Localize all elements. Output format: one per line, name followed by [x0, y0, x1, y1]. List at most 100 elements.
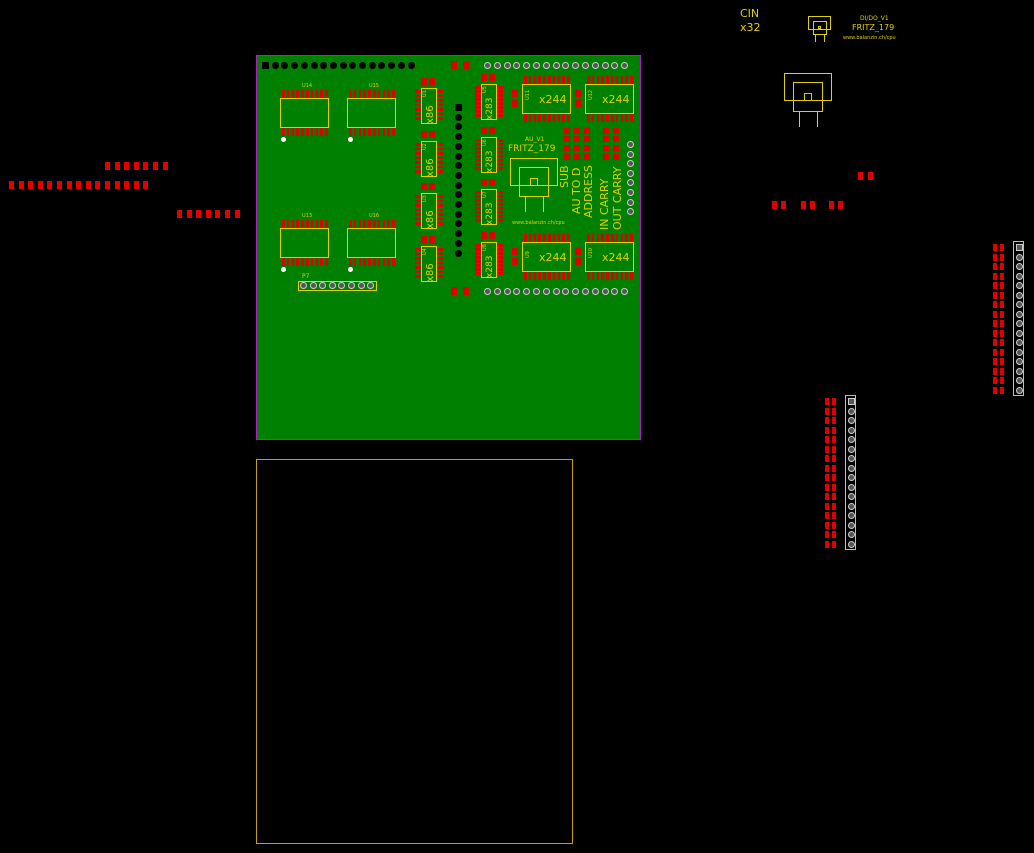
through-hole-pad[interactable]: [533, 288, 540, 295]
header-hole[interactable]: [455, 123, 462, 131]
loose-pad[interactable]: [105, 162, 110, 170]
through-hole-pad[interactable]: [542, 62, 550, 69]
smd-pad[interactable]: [575, 90, 581, 97]
buffer-chip-u12[interactable]: [585, 84, 634, 114]
through-hole-pad[interactable]: [572, 62, 580, 69]
header-pad[interactable]: [993, 386, 997, 394]
header-pad[interactable]: [993, 291, 997, 299]
header-pad[interactable]: [832, 398, 836, 405]
header-pin[interactable]: [848, 540, 855, 548]
header-hole[interactable]: [291, 62, 299, 69]
through-hole-pad[interactable]: [591, 288, 599, 295]
smd-pad[interactable]: [481, 179, 487, 186]
through-hole-pad[interactable]: [627, 208, 634, 216]
loose-pad[interactable]: [114, 181, 120, 189]
dip-chip-u16[interactable]: [347, 228, 396, 258]
header-pad[interactable]: [993, 263, 997, 270]
header-hole[interactable]: [339, 62, 347, 69]
soic-chip-u2[interactable]: [421, 141, 437, 177]
header-hole[interactable]: [359, 62, 366, 69]
header-pad[interactable]: [832, 483, 836, 491]
header-pin[interactable]: [848, 493, 855, 500]
through-hole-pad[interactable]: [582, 62, 589, 69]
header-hole[interactable]: [455, 239, 462, 247]
header-pin[interactable]: [1016, 253, 1023, 261]
smd-pad[interactable]: [421, 131, 427, 138]
loose-pad[interactable]: [133, 181, 139, 189]
smd-pad[interactable]: [575, 100, 581, 107]
header-pad[interactable]: [1000, 291, 1004, 299]
header-pad[interactable]: [832, 407, 836, 415]
header-pad[interactable]: [1000, 358, 1004, 365]
through-hole-pad[interactable]: [627, 169, 634, 177]
header-hole[interactable]: [455, 201, 462, 208]
loose-pad[interactable]: [124, 181, 130, 189]
jumper-pad[interactable]: [574, 136, 580, 142]
jumper-pad[interactable]: [574, 145, 580, 151]
header-pad[interactable]: [832, 512, 836, 519]
loose-pad[interactable]: [225, 210, 230, 218]
header-pad[interactable]: [993, 253, 997, 261]
header-pad[interactable]: [825, 483, 829, 491]
through-hole-pad[interactable]: [493, 288, 501, 295]
loose-pad[interactable]: [196, 210, 202, 218]
loose-pad[interactable]: [838, 201, 843, 209]
header-pin[interactable]: [1016, 377, 1023, 384]
loose-pad[interactable]: [37, 181, 43, 189]
header-pad[interactable]: [1000, 263, 1004, 270]
header-pad[interactable]: [1000, 310, 1004, 318]
soic-chip-u3[interactable]: [421, 193, 437, 229]
header-hole[interactable]: [455, 133, 462, 141]
through-hole-pad[interactable]: [493, 62, 501, 69]
header-hole[interactable]: [455, 162, 462, 170]
header-pad[interactable]: [825, 426, 829, 434]
jumper-pad[interactable]: [564, 154, 570, 160]
jumper-pad[interactable]: [584, 145, 590, 151]
smd-pad[interactable]: [575, 248, 581, 255]
through-hole-pad[interactable]: [627, 141, 634, 148]
through-hole-pad[interactable]: [503, 288, 511, 295]
smd-pad[interactable]: [489, 74, 495, 81]
dip-chip-u14[interactable]: [280, 98, 329, 128]
through-hole-pad[interactable]: [542, 288, 550, 295]
smd-pad[interactable]: [481, 74, 487, 81]
smd-pad[interactable]: [512, 100, 518, 107]
loose-pad[interactable]: [162, 162, 168, 170]
header-pad[interactable]: [1000, 367, 1004, 375]
header-hole[interactable]: [397, 62, 405, 69]
header-pin[interactable]: [1016, 348, 1023, 356]
loose-pad[interactable]: [772, 201, 777, 209]
buffer-chip-u11[interactable]: [522, 84, 571, 114]
loose-pad[interactable]: [105, 181, 110, 189]
loose-pad[interactable]: [205, 210, 211, 218]
soic-chip-u5[interactable]: [481, 84, 497, 120]
header-pad[interactable]: [832, 493, 836, 500]
header-pad[interactable]: [993, 244, 997, 251]
loose-pad[interactable]: [234, 210, 240, 218]
dip-chip-u15[interactable]: [347, 98, 396, 128]
soic-chip-u4[interactable]: [421, 246, 437, 282]
header-pad[interactable]: [1000, 244, 1004, 251]
through-hole-pad[interactable]: [513, 62, 521, 69]
soic-chip-u1[interactable]: [421, 88, 437, 124]
loose-pad[interactable]: [76, 181, 82, 189]
smd-pad[interactable]: [429, 236, 435, 243]
through-hole-pad[interactable]: [552, 62, 560, 69]
loose-pad[interactable]: [114, 162, 120, 170]
jumper-pad[interactable]: [584, 128, 590, 134]
loose-pad[interactable]: [153, 162, 158, 170]
header-hole[interactable]: [262, 62, 269, 69]
through-hole-pad[interactable]: [601, 62, 609, 69]
soic-chip-u8[interactable]: [481, 242, 497, 278]
header-pad[interactable]: [993, 301, 997, 308]
loose-pad[interactable]: [9, 181, 14, 189]
header-hole[interactable]: [281, 62, 289, 69]
loose-pad[interactable]: [124, 162, 130, 170]
jumper-pad[interactable]: [574, 128, 580, 134]
header-hole[interactable]: [455, 191, 462, 199]
buffer-chip-u9[interactable]: [522, 242, 571, 272]
header-pad[interactable]: [1000, 282, 1004, 289]
header-pad[interactable]: [825, 436, 829, 443]
header-pad[interactable]: [825, 502, 829, 510]
through-hole-pad[interactable]: [552, 288, 560, 295]
